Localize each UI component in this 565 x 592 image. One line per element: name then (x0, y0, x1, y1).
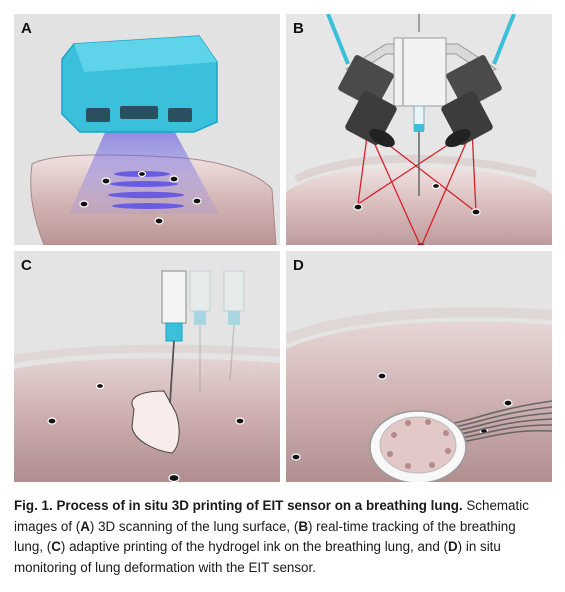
panel-label-b: B (293, 20, 304, 37)
panel-d: D (286, 251, 552, 482)
figure-caption: Fig. 1. Process of in situ 3D printing o… (14, 496, 554, 578)
caption-line-1: Fig. 1. Process of in situ 3D printing o… (14, 496, 554, 517)
lung-surface (286, 321, 552, 482)
caption-text: ) real-time tracking of the breathing (308, 518, 516, 534)
panel-a: A (14, 14, 280, 245)
caption-line-3: lung, (C) adaptive printing of the hydro… (14, 537, 554, 558)
printed-hydrogel (131, 390, 180, 454)
lung-surface (286, 166, 552, 245)
panel-b-illustration (286, 14, 552, 245)
nozzle (161, 270, 187, 404)
printer-head (393, 37, 447, 196)
lung-markers (79, 170, 202, 225)
camera-left (326, 14, 397, 148)
caption-fig-label: Fig. 1. (14, 498, 53, 513)
caption-panel-ref: C (51, 539, 61, 555)
eit-sensor (369, 410, 467, 482)
scanner-device (61, 35, 218, 133)
caption-text: ) 3D scanning of the lung surface, ( (89, 518, 299, 534)
markers (353, 182, 481, 216)
caption-panel-ref: B (298, 518, 308, 534)
caption-line1-rest: Schematic (462, 498, 529, 513)
panel-label-a: A (21, 20, 32, 37)
camera-right (441, 14, 516, 148)
panel-c-illustration (14, 251, 280, 482)
figure: A (14, 14, 552, 482)
scan-beam (69, 112, 219, 214)
nozzle-ghost (189, 270, 245, 391)
caption-text: ) in situ (457, 539, 501, 555)
panel-a-illustration (14, 14, 280, 245)
caption-text: images of ( (14, 518, 81, 534)
caption-line-2: images of (A) 3D scanning of the lung su… (14, 517, 554, 538)
caption-text: lung, ( (14, 539, 52, 555)
scan-lines (108, 171, 184, 209)
panel-b: B (286, 14, 552, 245)
panel-c: C (14, 251, 280, 482)
lung-markers (47, 382, 245, 482)
caption-line-4: monitoring of lung deformation with the … (14, 559, 316, 575)
caption-text: ) adaptive printing of the hydrogel ink … (60, 539, 448, 555)
panel-label-c: C (21, 257, 32, 274)
caption-title: Process of in situ 3D printing of EIT se… (56, 498, 463, 513)
panel-label-d: D (293, 257, 304, 274)
caption-panel-ref: D (448, 539, 458, 555)
panel-d-illustration (286, 251, 552, 482)
caption-panel-ref: A (80, 518, 90, 534)
